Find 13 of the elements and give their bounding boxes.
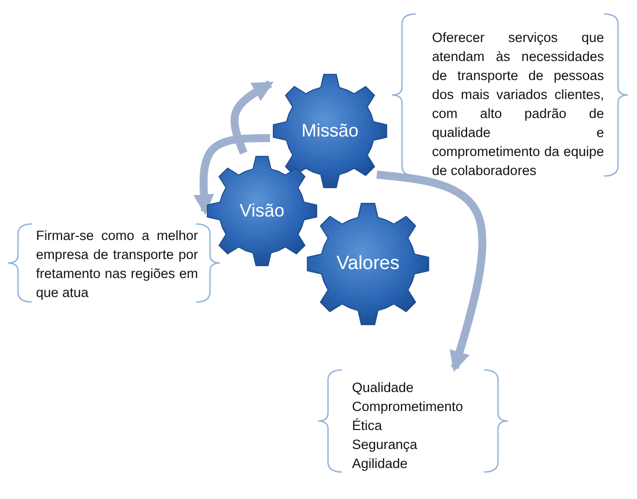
curved-arrow bbox=[376, 170, 486, 372]
list-item: Comprometimento bbox=[352, 398, 464, 416]
curved-arrow bbox=[230, 80, 274, 155]
gear-label: Missão bbox=[300, 120, 360, 142]
list-item: Agilidade bbox=[352, 455, 409, 473]
curved-arrow bbox=[193, 134, 270, 216]
description-text: Oferecer serviços que atendam às necessidades de transporte de pessoas dos mais variados clientes, com alto padrão de qualidade e comprometimento da equipe de colaboradores bbox=[432, 29, 604, 180]
description-text: Firmar-se como a melhor empresa de transporte por fretamento nas regiões em que atua bbox=[36, 227, 198, 302]
gear-label: Valores bbox=[335, 253, 400, 275]
list-item: Segurança bbox=[352, 436, 418, 454]
gear-label: Visão bbox=[238, 200, 286, 222]
list-item: Qualidade bbox=[352, 379, 415, 397]
list-item: Ética bbox=[352, 417, 384, 435]
